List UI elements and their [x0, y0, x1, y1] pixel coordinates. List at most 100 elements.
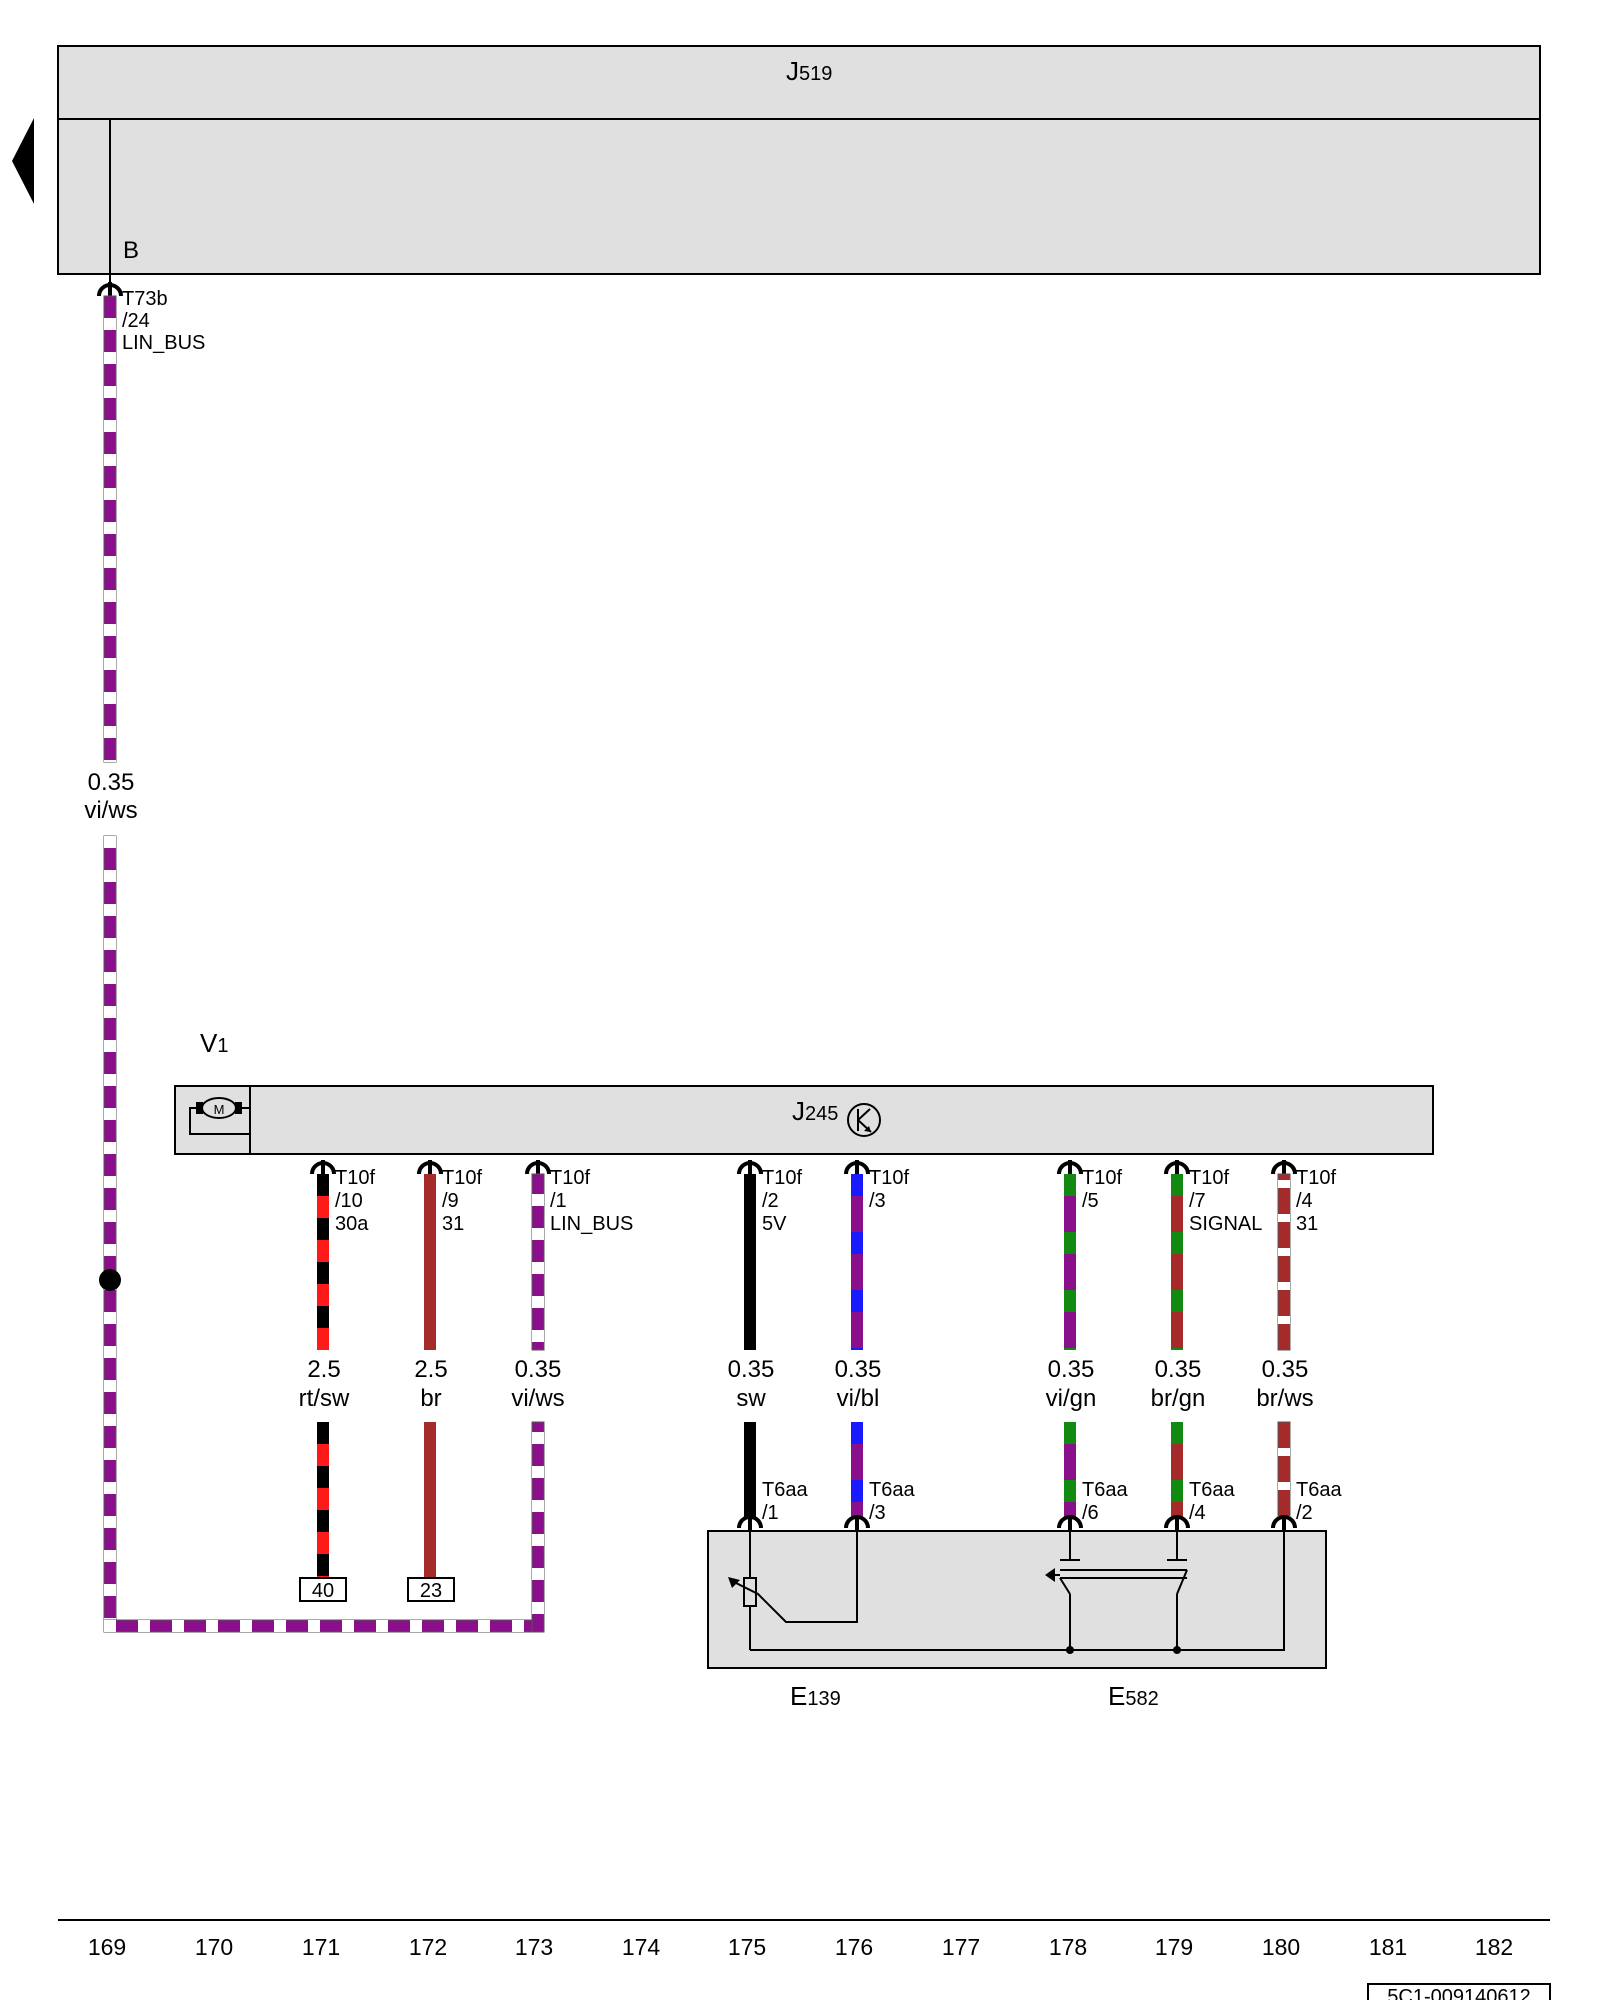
wire-vi-bl-lower: [851, 1422, 863, 1518]
continuation-arrow-icon: [12, 118, 34, 204]
ref-box-40: [299, 1577, 347, 1602]
lin-wire-color: vi/ws: [84, 797, 137, 824]
pin-t10f-2-conn: T10f: [762, 1167, 802, 1189]
pin-t6aa-2-num: /2: [1296, 1502, 1313, 1524]
pin-t10f-3-num: /3: [869, 1190, 886, 1212]
pin-t6aa-1-num: /1: [762, 1502, 779, 1524]
wire-vi-ws-color: vi/ws: [511, 1385, 564, 1412]
wire-br-lower: [424, 1422, 436, 1578]
pin-t6aa-4-conn: T6aa: [1189, 1479, 1235, 1501]
column-number: 174: [622, 1934, 661, 1960]
wire-br-ws-color: br/ws: [1256, 1385, 1313, 1412]
wire-rt-sw-color: rt/sw: [299, 1385, 350, 1412]
motor-icon: M: [189, 1097, 249, 1135]
module-j519-label: J519: [786, 56, 832, 86]
wire-br-gn-lower: [1171, 1422, 1183, 1518]
pin-t10f-9-signal: 31: [442, 1213, 464, 1235]
wire-vi-gn-upper: [1064, 1174, 1076, 1350]
wire-br-gn-upper: [1171, 1174, 1183, 1350]
ref-40-label: 40: [312, 1580, 334, 1602]
rocker-switch-icon: [1045, 1531, 1188, 1654]
pin-t6aa-6-num: /6: [1082, 1502, 1099, 1524]
splice-point: [99, 1269, 121, 1291]
module-j245: [174, 1085, 1434, 1155]
column-number: 182: [1475, 1934, 1513, 1960]
column-number: 176: [835, 1934, 873, 1960]
pin-t6aa-4-num: /4: [1189, 1502, 1206, 1524]
pin-t10f-4-num: /4: [1296, 1190, 1313, 1212]
pin-t6aa-1-conn: T6aa: [762, 1479, 808, 1501]
column-number: 169: [88, 1934, 126, 1960]
column-number: 171: [302, 1934, 340, 1960]
wire-vi-bl-size: 0.35: [835, 1356, 882, 1383]
column-number: 175: [728, 1934, 766, 1960]
column-number: 180: [1262, 1934, 1300, 1960]
pin-t6aa-3-num: /3: [869, 1502, 886, 1524]
component-e139-label: E139: [790, 1681, 841, 1711]
wire-vi-ws-upper: [531, 1173, 545, 1351]
wire-br-gn-size: 0.35: [1155, 1356, 1202, 1383]
pin-t10f-5-num: /5: [1082, 1190, 1099, 1212]
pin-t10f-2-signal: 5V: [762, 1213, 787, 1235]
pin-t10f-1-signal: LIN_BUS: [550, 1213, 633, 1235]
ref-box-23: [407, 1577, 455, 1602]
pin-t10f-7-num: /7: [1189, 1190, 1206, 1212]
doc-ref-label: 5C1-009140612: [1387, 1986, 1530, 2000]
module-j519: [57, 45, 1541, 275]
wire-br-ws-size: 0.35: [1262, 1356, 1309, 1383]
column-number: 178: [1049, 1934, 1087, 1960]
wire-br-upper: [424, 1174, 436, 1350]
column-number: 173: [515, 1934, 553, 1960]
pin-t10f-10-conn: T10f: [335, 1167, 375, 1189]
pin-t6aa-2-conn: T6aa: [1296, 1479, 1342, 1501]
wire-rt-sw-size: 2.5: [307, 1356, 340, 1383]
pin-t10f-10-signal: 30a: [335, 1213, 369, 1235]
wire-vi-bl-color: vi/bl: [837, 1385, 880, 1412]
pin-t10f-9-conn: T10f: [442, 1167, 482, 1189]
pin-t10f-1-conn: T10f: [550, 1167, 590, 1189]
pin-t10f-7-conn: T10f: [1189, 1167, 1229, 1189]
motor-v1-label: V1: [200, 1028, 228, 1058]
potentiometer-icon: [728, 1531, 1285, 1651]
pin-t73b-signal: LIN_BUS: [122, 332, 205, 354]
wire-vi-ws-size: 0.35: [515, 1356, 562, 1383]
pin-t10f-5-conn: T10f: [1082, 1167, 1122, 1189]
column-number: 172: [409, 1934, 447, 1960]
wire-br-ws-lower: [1277, 1421, 1291, 1519]
connector-pins-t6aa: [737, 1515, 1297, 1530]
column-number: 177: [942, 1934, 980, 1960]
lin-wire-size: 0.35: [88, 769, 135, 796]
pin-t6aa-3-conn: T6aa: [869, 1479, 915, 1501]
transistor-icon: [847, 1103, 881, 1137]
wire-br-color: br: [420, 1385, 441, 1412]
terminal-b-label: B: [123, 237, 139, 264]
pin-t73b-conn: T73b: [122, 288, 168, 310]
pin-t10f-3-conn: T10f: [869, 1167, 909, 1189]
pin-t10f-9-num: /9: [442, 1190, 459, 1212]
wire-sw-color: sw: [736, 1385, 766, 1412]
pin-t6aa-6-conn: T6aa: [1082, 1479, 1128, 1501]
pin-t10f-2-num: /2: [762, 1190, 779, 1212]
lin-bus-wire-loop: [103, 1421, 545, 1633]
pin-t73b-num: /24: [122, 310, 150, 332]
wire-sw-size: 0.35: [728, 1356, 775, 1383]
doc-ref-box: [1367, 1983, 1551, 2000]
wire-vi-gn-size: 0.35: [1048, 1356, 1095, 1383]
wire-rt-sw-lower: [317, 1422, 329, 1578]
lin-bus-wire-main: [103, 295, 117, 1633]
connector-pin-t73b: [97, 282, 123, 297]
module-e139-e582: [707, 1530, 1327, 1669]
wire-vi-gn-lower: [1064, 1422, 1076, 1518]
pin-t10f-4-signal: 31: [1296, 1213, 1318, 1235]
wire-vi-gn-color: vi/gn: [1046, 1385, 1097, 1412]
wire-br-gn-color: br/gn: [1151, 1385, 1206, 1412]
pin-t10f-10-num: /10: [335, 1190, 363, 1212]
pin-t10f-7-signal: SIGNAL: [1189, 1213, 1262, 1235]
wire-rt-sw-upper: [317, 1174, 329, 1350]
wire-br-ws-upper: [1277, 1173, 1291, 1351]
column-number: 181: [1369, 1934, 1407, 1960]
component-e582-label: E582: [1108, 1681, 1159, 1711]
wire-sw-upper: [744, 1174, 756, 1350]
pin-t10f-4-conn: T10f: [1296, 1167, 1336, 1189]
